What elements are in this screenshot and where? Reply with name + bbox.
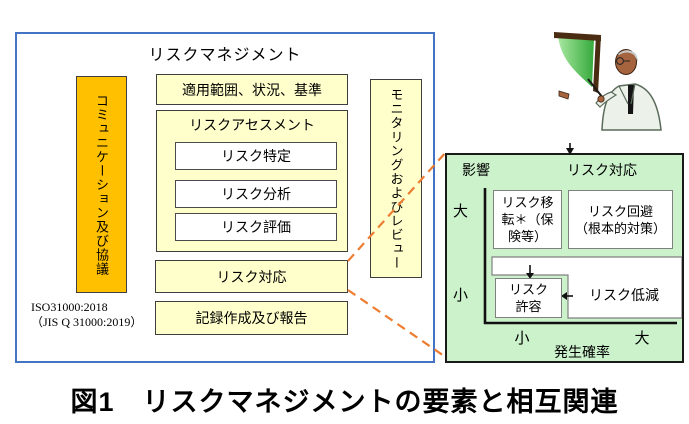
presenter-hair xyxy=(618,50,638,62)
matrix-title: リスク対応 xyxy=(567,162,637,178)
presenter-clipart xyxy=(554,32,662,131)
board-frame-right xyxy=(593,35,601,93)
presenter-head xyxy=(615,49,637,75)
risk-reduction-label: リスク低減 xyxy=(589,287,659,303)
probability-axis-label: 発生確率 xyxy=(554,344,610,360)
iso-standard-note: ISO31000:2018（JIS Q 31000:2019） xyxy=(31,300,161,330)
risk-treatment-matrix: 影響 リスク対応 大 小 リスク移 転＊（保 険等） リスク回避 （根本的対策）… xyxy=(445,153,684,363)
board-frame-top xyxy=(554,32,601,41)
impact-axis-label: 影響 xyxy=(462,162,490,178)
presenter-arm xyxy=(595,91,618,108)
pointer-stick xyxy=(587,78,604,99)
communication-label: コミュニケーション及び協議 xyxy=(94,93,109,276)
assessment-label: リスクアセスメント xyxy=(189,117,315,133)
risk-analysis-box: リスク分析 xyxy=(175,180,337,208)
probability-high-label: 大 xyxy=(634,330,650,347)
communication-box: コミュニケーション及び協議 xyxy=(76,76,127,293)
hand-on-pointer xyxy=(597,95,605,103)
risk-evaluation-box: リスク評価 xyxy=(175,213,337,241)
risk-avoidance-box: リスク回避 （根本的対策） xyxy=(568,190,673,249)
presenter-tie xyxy=(628,85,634,114)
risk-transfer-box: リスク移 転＊（保 険等） xyxy=(493,190,562,249)
iso-standard-line2: （JIS Q 31000:2019） xyxy=(31,315,143,329)
impact-high-label: 大 xyxy=(453,203,469,220)
recording-reporting-box: 記録作成及び報告 xyxy=(155,301,348,335)
risk-identification-box: リスク特定 xyxy=(175,142,337,170)
risk-treatment-box: リスク対応 xyxy=(155,260,348,293)
suit-lapels xyxy=(618,83,636,105)
pointing-hand xyxy=(558,90,570,100)
figure-caption: 図1 リスクマネジメントの要素と相互関連 xyxy=(70,386,619,417)
monitoring-review-label: モニタリングおよびレビュー xyxy=(388,87,404,270)
risk-acceptance-box: リスク 許容 xyxy=(495,278,562,318)
monitoring-review-box: モニタリングおよびレビュー xyxy=(370,79,422,278)
green-board xyxy=(558,36,594,87)
iso-standard-line1: ISO31000:2018 xyxy=(31,300,108,314)
impact-low-label: 小 xyxy=(453,287,469,304)
diagram-title: リスクマネジメント xyxy=(148,47,302,64)
assessment-box: リスクアセスメント リスク特定 リスク分析 リスク評価 xyxy=(156,110,348,252)
probability-low-label: 小 xyxy=(514,330,530,347)
scope-box: 適用範囲、状況、基準 xyxy=(156,74,348,105)
